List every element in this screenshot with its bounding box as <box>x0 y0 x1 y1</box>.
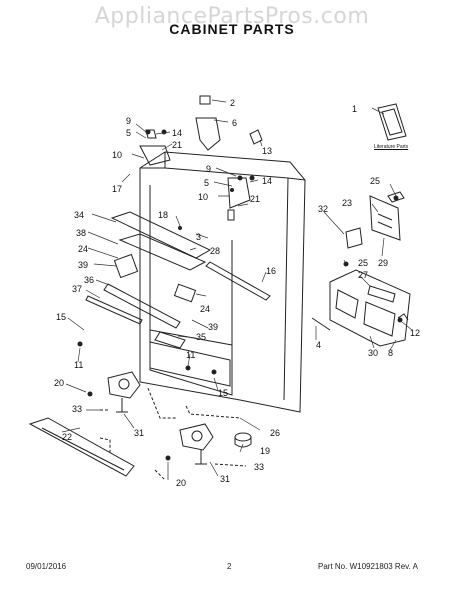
callout-34: 34 <box>74 210 84 220</box>
callout-9b: 9 <box>206 164 211 174</box>
hinge-left <box>107 371 141 399</box>
control-box <box>329 269 411 347</box>
callout-33: 33 <box>72 404 82 414</box>
callout-4: 4 <box>316 340 321 350</box>
callout-35: 35 <box>196 332 206 342</box>
callout-31b: 31 <box>220 474 230 484</box>
callout-39: 39 <box>78 260 88 270</box>
callout-16: 16 <box>266 266 276 276</box>
footer-date: 09/01/2016 <box>26 562 67 571</box>
callout-10: 10 <box>112 150 122 160</box>
callout-20: 20 <box>54 378 64 388</box>
callout-29: 29 <box>378 258 388 268</box>
callout-19: 19 <box>260 446 270 456</box>
cabinet-outline <box>139 151 306 413</box>
callout-33b: 33 <box>254 462 264 472</box>
callout-26: 26 <box>270 428 280 438</box>
callout-27: 27 <box>358 270 368 280</box>
callout-30: 30 <box>368 348 378 358</box>
watermark: AppliancePartsPros.com <box>94 4 370 29</box>
callout-31: 31 <box>134 428 144 438</box>
callout-24: 24 <box>78 244 88 254</box>
callout-21: 21 <box>172 140 182 150</box>
hinge-right <box>179 423 214 451</box>
callout-18: 18 <box>158 210 168 220</box>
callout-6: 6 <box>232 118 237 128</box>
callout-22: 22 <box>62 432 72 442</box>
callout-32: 32 <box>318 204 328 214</box>
callout-10b: 10 <box>198 192 208 202</box>
callout-39b: 39 <box>208 322 218 332</box>
callout-28: 28 <box>210 246 220 256</box>
callout-14b: 14 <box>262 176 272 186</box>
literature-icon <box>377 103 407 141</box>
literature-label: Literature Parts <box>374 144 409 150</box>
callout-5b: 5 <box>204 178 209 188</box>
page-title: CABINET PARTS <box>169 21 295 37</box>
callout-11b: 11 <box>186 350 195 360</box>
callout-9: 9 <box>126 116 131 126</box>
callout-15b: 15 <box>218 388 228 398</box>
crossbar <box>110 211 212 259</box>
callout-3: 3 <box>196 232 201 242</box>
callout-1: 1 <box>352 104 357 114</box>
callout-21b: 21 <box>250 194 260 204</box>
callout-5: 5 <box>126 128 131 138</box>
callout-11: 11 <box>74 360 83 370</box>
callout-24b: 24 <box>200 304 210 314</box>
footer-page-number: 2 <box>227 562 232 571</box>
callout-15: 15 <box>56 312 66 322</box>
callout-14: 14 <box>172 128 182 138</box>
callout-37: 37 <box>72 284 82 294</box>
callout-13: 13 <box>262 146 272 156</box>
callout-38: 38 <box>76 228 86 238</box>
callout-23: 23 <box>342 198 352 208</box>
grille <box>28 417 135 477</box>
footer-part-number: Part No. W10921803 Rev. A <box>318 562 418 571</box>
callout-2: 2 <box>230 98 235 108</box>
callout-8: 8 <box>388 348 393 358</box>
callout-20b: 20 <box>176 478 186 488</box>
callout-12: 12 <box>410 328 420 338</box>
callout-25b: 25 <box>358 258 368 268</box>
callout-36: 36 <box>84 275 94 285</box>
callout-17: 17 <box>112 184 122 194</box>
callout-25: 25 <box>370 176 380 186</box>
